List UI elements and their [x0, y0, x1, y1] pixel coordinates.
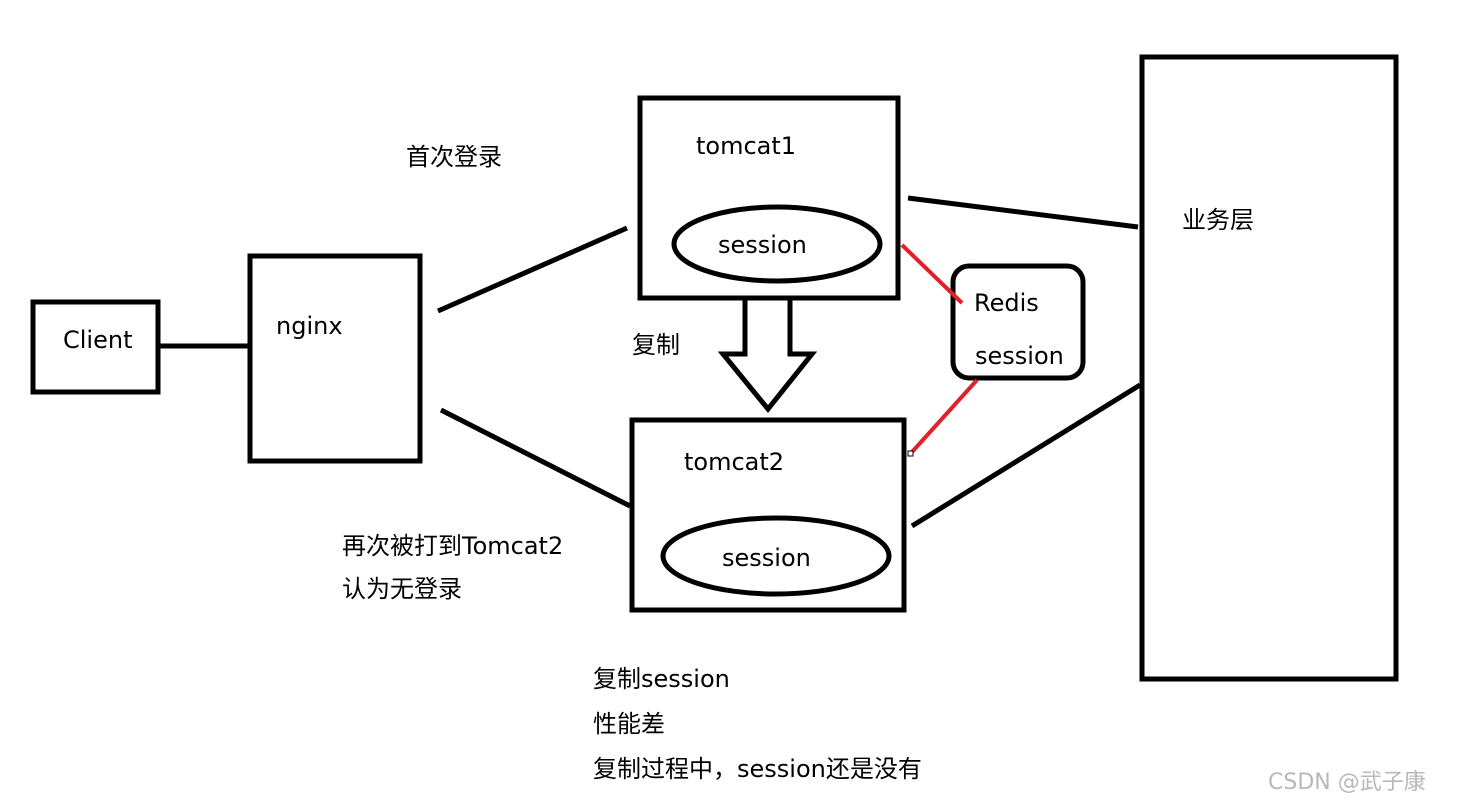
tomcat2-session-label: session [722, 544, 811, 572]
nginx-tomcat2-line [439, 407, 632, 509]
csdn-watermark: CSDN @武子康 [1268, 770, 1426, 795]
tomcat2-redis-link [910, 378, 979, 454]
redis-label: Redis [974, 289, 1039, 317]
tomcat1-session-ellipse [671, 204, 883, 284]
tomcat1-business-line [907, 195, 1139, 230]
second-hit-note: 再次被打到Tomcat2 [342, 532, 564, 560]
redis-session-label: session [975, 342, 1064, 370]
tomcat1-session-label: session [718, 231, 807, 259]
note-copy-session: 复制session [593, 665, 730, 693]
tomcat2-box [629, 417, 907, 613]
tomcat2-session-ellipse [660, 515, 892, 597]
note-session-missing: 复制过程中，session还是没有 [593, 755, 922, 783]
no-login-note: 认为无登录 [342, 575, 462, 603]
nginx-label: nginx [276, 312, 343, 340]
copy-note: 复制 [632, 331, 680, 359]
tomcat2-label: tomcat2 [684, 448, 785, 476]
redis-box [950, 263, 1086, 381]
tomcat2-business-line [910, 382, 1142, 529]
business-layer-box [1139, 54, 1399, 682]
nginx-box [247, 253, 423, 464]
business-layer-label: 业务层 [1182, 206, 1254, 234]
nginx-tomcat1-line [436, 225, 629, 314]
link-handle [907, 450, 914, 457]
copy-arrow [717, 295, 818, 413]
tomcat1-label: tomcat1 [696, 132, 797, 160]
tomcat1-redis-link [900, 243, 964, 305]
client-label: Client [63, 326, 133, 354]
first-login-note: 首次登录 [406, 143, 502, 171]
note-poor-performance: 性能差 [593, 710, 665, 738]
